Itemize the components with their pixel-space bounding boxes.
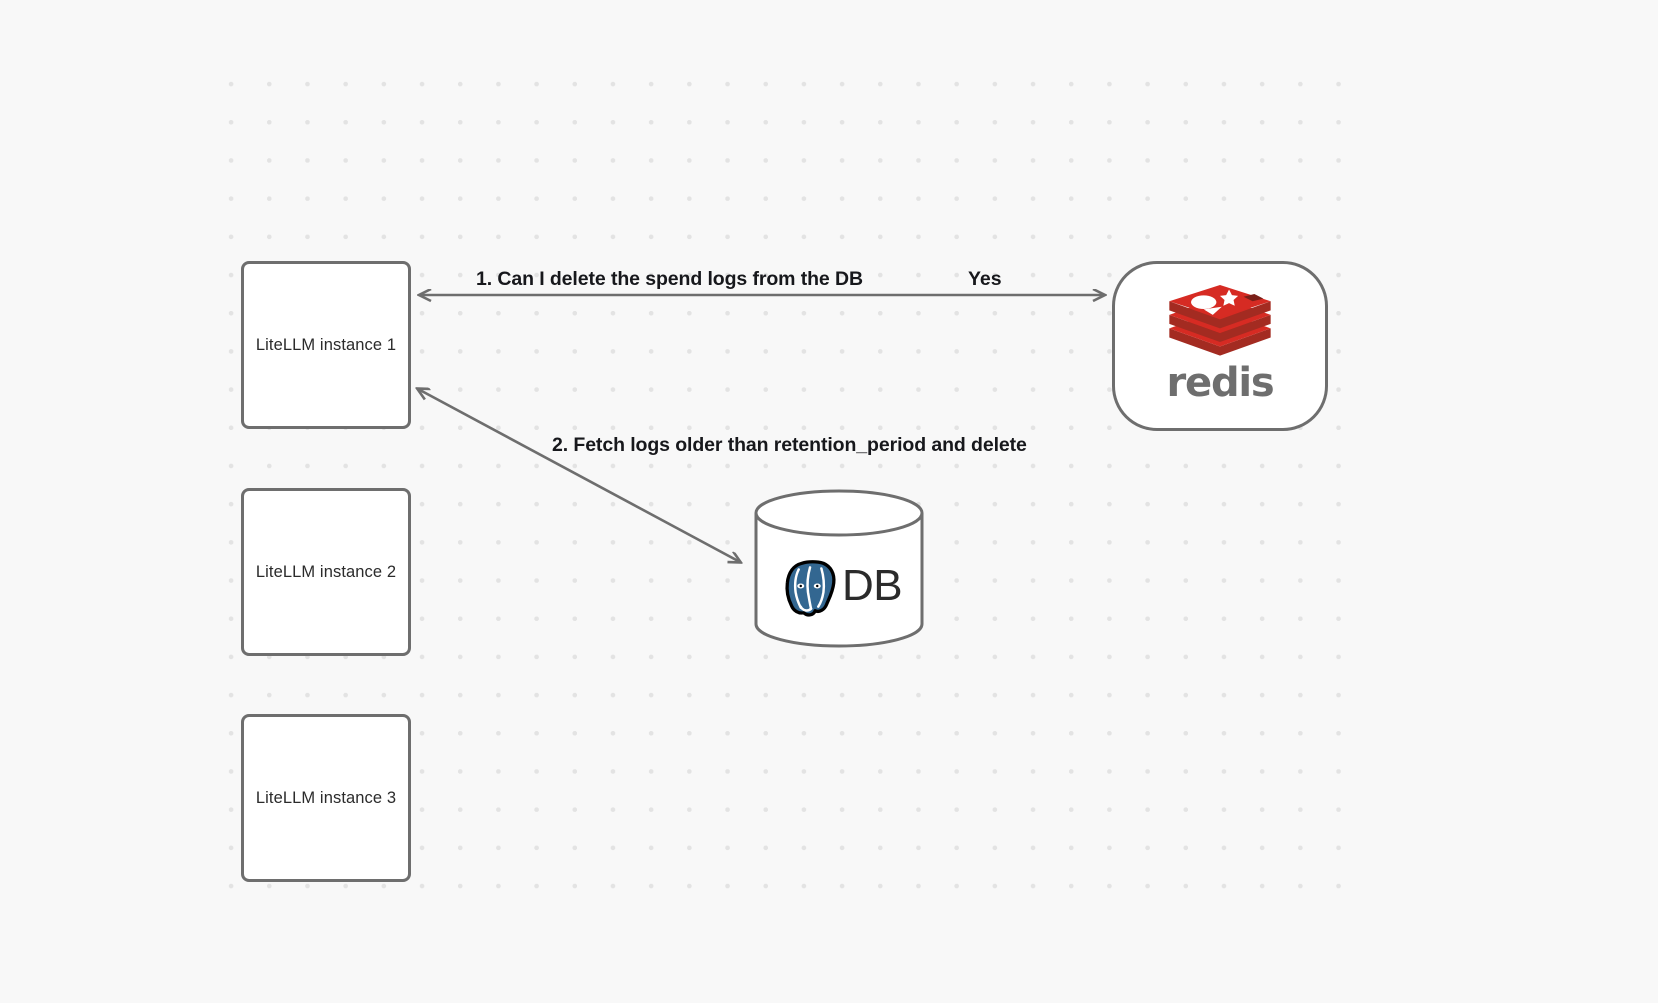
node-label: LiteLLM instance 2 (255, 562, 397, 581)
node-database[interactable]: DB (753, 489, 925, 648)
edge-label-1-reply: Yes (968, 268, 1002, 290)
redis-wordmark: redis (1166, 360, 1274, 406)
node-litellm-instance-1[interactable]: LiteLLM instance 1 (241, 261, 411, 429)
database-label: DB (841, 560, 903, 610)
redis-logo: redis (1160, 285, 1280, 403)
node-label: LiteLLM instance 3 (255, 788, 397, 807)
postgresql-elephant-icon (785, 559, 836, 617)
node-litellm-instance-3[interactable]: LiteLLM instance 3 (241, 714, 411, 882)
node-label: LiteLLM instance 1 (255, 335, 397, 354)
edge-label-1: 1. Can I delete the spend logs from the … (476, 268, 863, 290)
node-redis[interactable]: redis (1112, 261, 1328, 431)
edge-litellm1-database (418, 389, 740, 562)
redis-stack-icon (1169, 285, 1271, 356)
edge-label-2: 2. Fetch logs older than retention_perio… (552, 434, 1027, 456)
node-litellm-instance-2[interactable]: LiteLLM instance 2 (241, 488, 411, 656)
